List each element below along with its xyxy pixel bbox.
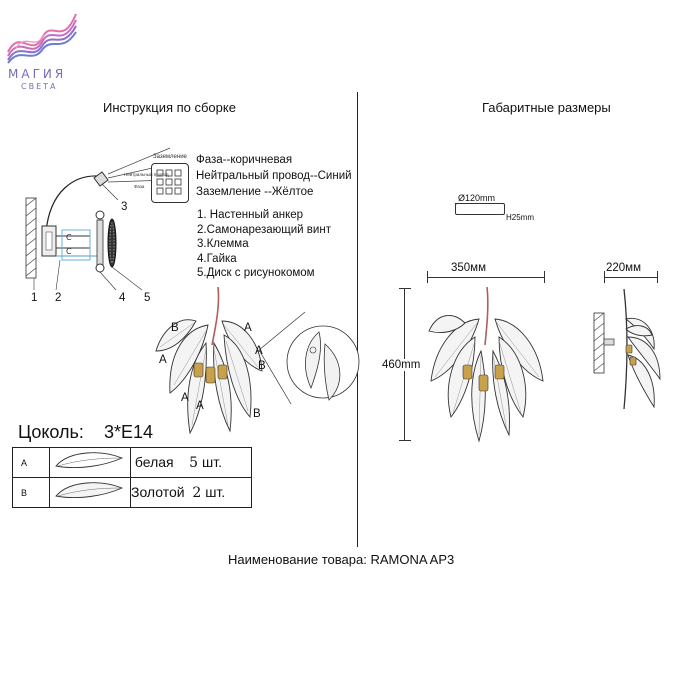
socket-value: 3*E14 [104,422,154,442]
wiring-legend: Фаза--коричневая Нейтральный провод--Син… [196,152,352,200]
logo: МАГИЯ СВЕТА [0,0,90,100]
parts-item: 2.Самонарезающий винт [197,223,331,236]
leaf-qty: 5 [189,455,199,471]
leaf-mark-b: B [258,360,266,372]
leaf-color: белая [134,454,174,470]
parts-list: 1. Настенный анкер 2.Самонарезающий винт… [197,208,331,281]
logo-wave-icon [7,13,77,64]
vertical-divider [357,92,358,547]
lamp-front-view [428,286,544,443]
legend-neutral: Нейтральный провод--Синий [196,170,352,182]
svg-text:C: C [66,233,72,242]
leaf-mark-a: A [196,400,204,412]
height-tick [399,288,411,289]
table-cell-leaf [49,447,131,478]
leaf-mark-b: B [253,408,261,420]
height-tick [399,440,411,441]
disk-drawing [455,203,505,215]
svg-text:C: C [66,247,72,256]
depth-line [604,277,658,278]
leaf-table: A белая 5 шт. B Золотой 2 шт. [12,447,252,508]
product-name: Наименование товара: RAMONA AP3 [228,552,455,567]
width-line [427,277,545,278]
table-row: A белая 5 шт. [12,447,252,478]
parts-item: 4.Гайка [197,252,237,265]
disk-top-line [455,203,503,204]
disk-diameter-label: Ø120mm [458,193,496,203]
table-cell-leaf [49,477,131,508]
parts-item: 1. Настенный анкер [197,209,304,221]
socket-label: Цоколь: [18,422,84,442]
width-tick [427,271,428,283]
table-row: B Золотой 2 шт. [12,477,252,508]
terminal-ground-label: Заземление [153,154,187,160]
depth-tick [657,271,658,283]
callout-1: 1 [31,292,38,304]
leaf-detail-zoom [258,311,360,405]
leaf-unit: шт. [201,454,222,470]
depth-tick [604,271,605,283]
leaf-mark-a: A [181,392,189,404]
leaf-color: Золотой [131,484,185,500]
logo-word-light: СВЕТА [21,82,58,91]
depth-label: 220мм [606,262,641,274]
leaf-b-icon [55,482,124,498]
callout-3: 3 [121,201,128,213]
legend-ground: Заземление --Жёлтое [196,186,314,198]
callout-2: 2 [55,292,62,304]
parts-item: 3.Клемма [197,238,249,250]
table-cell-name: Золотой 2 шт. [130,477,252,508]
disk-height-label: H25mm [506,213,535,222]
callout-4: 4 [119,292,126,304]
terminal-screws-icon [156,169,182,195]
table-cell-name: белая 5 шт. [130,447,252,478]
width-label: 350мм [451,262,486,274]
leaf-unit: шт. [205,484,226,500]
width-tick [544,271,545,283]
leaf-mark-a: A [244,322,252,334]
leaf-mark-a: A [255,345,263,357]
callout-5: 5 [144,292,151,304]
legend-phase: Фаза--коричневая [196,154,293,166]
leaf-mark-b: B [171,322,179,334]
parts-item: 5.Диск с рисунокомом [197,267,315,279]
height-label: 460mm [382,359,421,371]
lamp-assembly-drawing [155,286,263,435]
table-cell-letter: A [12,447,50,478]
leaf-mark-a: A [159,354,167,366]
assembly-title: Инструкция по сборке [103,100,236,115]
leaf-qty: 2 [192,485,202,501]
terminal-phase-label: Фаза [134,184,145,189]
lamp-side-view [593,288,661,410]
terminal-neutral-label: Нейтральный провод [124,172,169,177]
dimensions-title: Габаритные размеры [482,100,611,115]
table-cell-letter: B [12,477,50,508]
logo-word-magic: МАГИЯ [8,67,67,81]
leaf-a-icon [55,452,124,468]
